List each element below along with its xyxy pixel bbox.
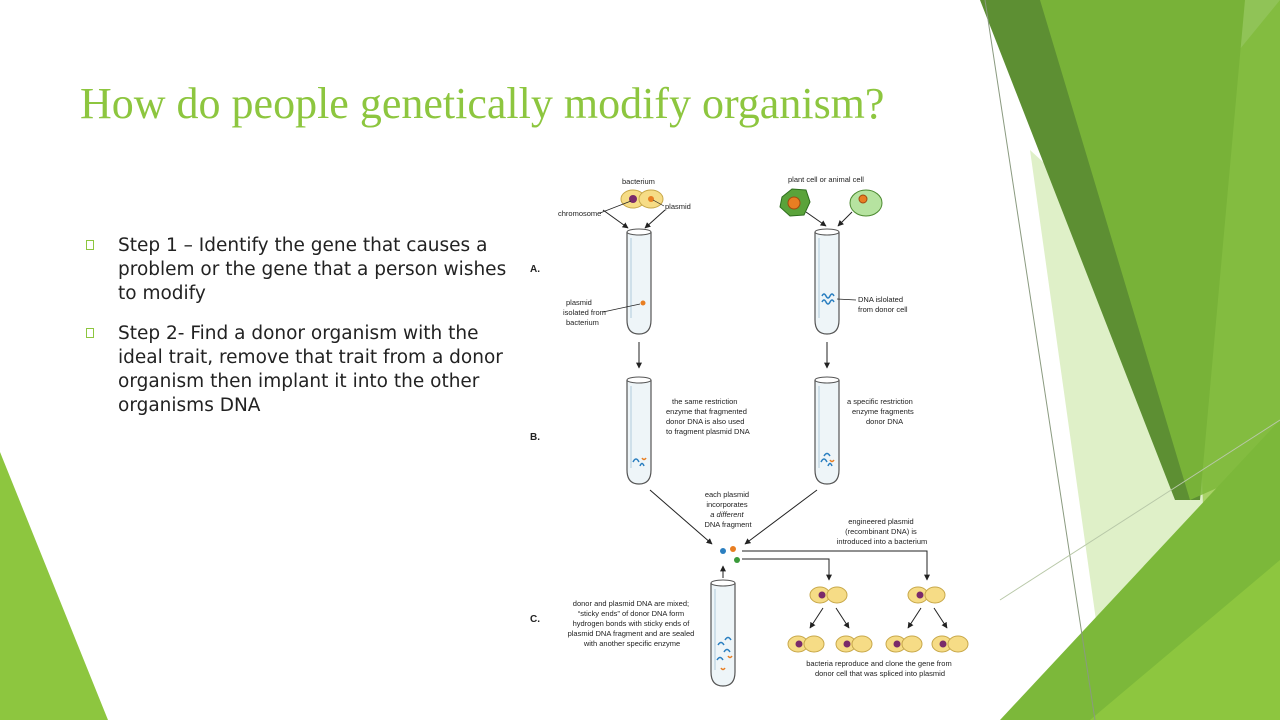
genetic-modification-diagram: bacterium chromosome plasmid plant cell … [530,175,969,687]
text-line: from donor cell [858,305,908,314]
text-line: engineered plasmid [848,517,913,526]
bullet-text: Step 2- Find a donor organism with the i… [118,323,503,417]
text-line: (recombinant DNA) is [845,527,917,536]
bullet-icon [86,328,94,339]
each-plasmid-label: each plasmid incorporates a different DN… [704,490,752,529]
text-line: enzyme fragments [852,407,914,416]
bacterium-illustration [620,189,664,209]
chromosome-label: chromosome [558,209,601,218]
test-tube-a-right [814,228,840,335]
text-line: a different [710,510,744,519]
bullet-text: Step 1 – Identify the gene that causes a… [118,235,507,305]
text-line: “sticky ends” of donor DNA form [578,609,684,618]
text-line: introduced into a bacterium [837,537,927,546]
step-b-label: B. [530,432,540,443]
text-line: isolated from [563,308,606,317]
text-line: bacteria reproduce and clone the gene fr… [806,659,952,668]
bullet-icon [86,240,94,250]
text-line: hydrogen bonds with sticky ends of [573,619,691,628]
deco-thin-line [984,0,1096,720]
bullet-item: Step 1 – Identify the gene that causes a… [86,234,508,306]
text-line: a specific restriction [847,397,913,406]
deco-mid-band [1040,0,1280,500]
text-line: plasmid [566,298,592,307]
bacteria-reproduce-label: bacteria reproduce and clone the gene fr… [806,659,954,678]
text-line: enzyme that fragmented [666,407,747,416]
test-tube-a-left [626,228,652,335]
deco-left-triangle [0,452,108,720]
test-tube-b-left [626,376,652,485]
bullet-list: Step 1 – Identify the gene that causes a… [86,234,508,434]
text-line: DNA islolated [858,295,903,304]
same-enzyme-label: the same restriction enzyme that fragmen… [666,397,750,436]
animal-cell-illustration [849,189,883,217]
text-line: donor cell that was spliced into plasmid [815,669,945,678]
deco-lower-light [1090,560,1280,720]
plasmid-isolated-label: plasmid isolated from bacterium [563,298,608,327]
bacterium-label: bacterium [622,177,655,186]
text-line: donor and plasmid DNA are mixed; [573,599,689,608]
text-line: each plasmid [705,490,749,499]
text-line: donor DNA [866,417,903,426]
text-line: bacterium [566,318,599,327]
text-line: the same restriction [672,397,737,406]
test-tube-c [710,579,736,687]
text-line: donor DNA is also used [666,417,744,426]
text-line: with another specific enzyme [583,639,680,648]
specific-enzyme-label: a specific restriction enzyme fragments … [847,397,916,426]
engineered-plasmid-label: engineered plasmid (recombinant DNA) is … [837,517,927,546]
dna-isolated-label: DNA islolated from donor cell [858,295,908,314]
recombinant-plasmids [720,546,740,563]
deco-thin-line-2 [999,419,1280,601]
plasmid-label: plasmid [665,202,691,211]
bullet-item: Step 2- Find a donor organism with the i… [86,322,508,418]
text-line: plasmid DNA fragment and are sealed [568,629,695,638]
dna-mixed-label: donor and plasmid DNA are mixed; “sticky… [568,599,697,648]
text-line: DNA fragment [704,520,752,529]
bacteria-clones [787,586,969,653]
slide-title: How do people genetically modify organis… [80,79,885,128]
text-line: to fragment plasmid DNA [666,427,750,436]
step-a-label: A. [530,264,540,275]
step-c-label: C. [530,614,540,625]
test-tube-b-right [814,376,840,485]
plant-cell-illustration [779,188,811,217]
plant-animal-cell-label: plant cell or animal cell [788,175,864,184]
text-line: incorporates [706,500,748,509]
